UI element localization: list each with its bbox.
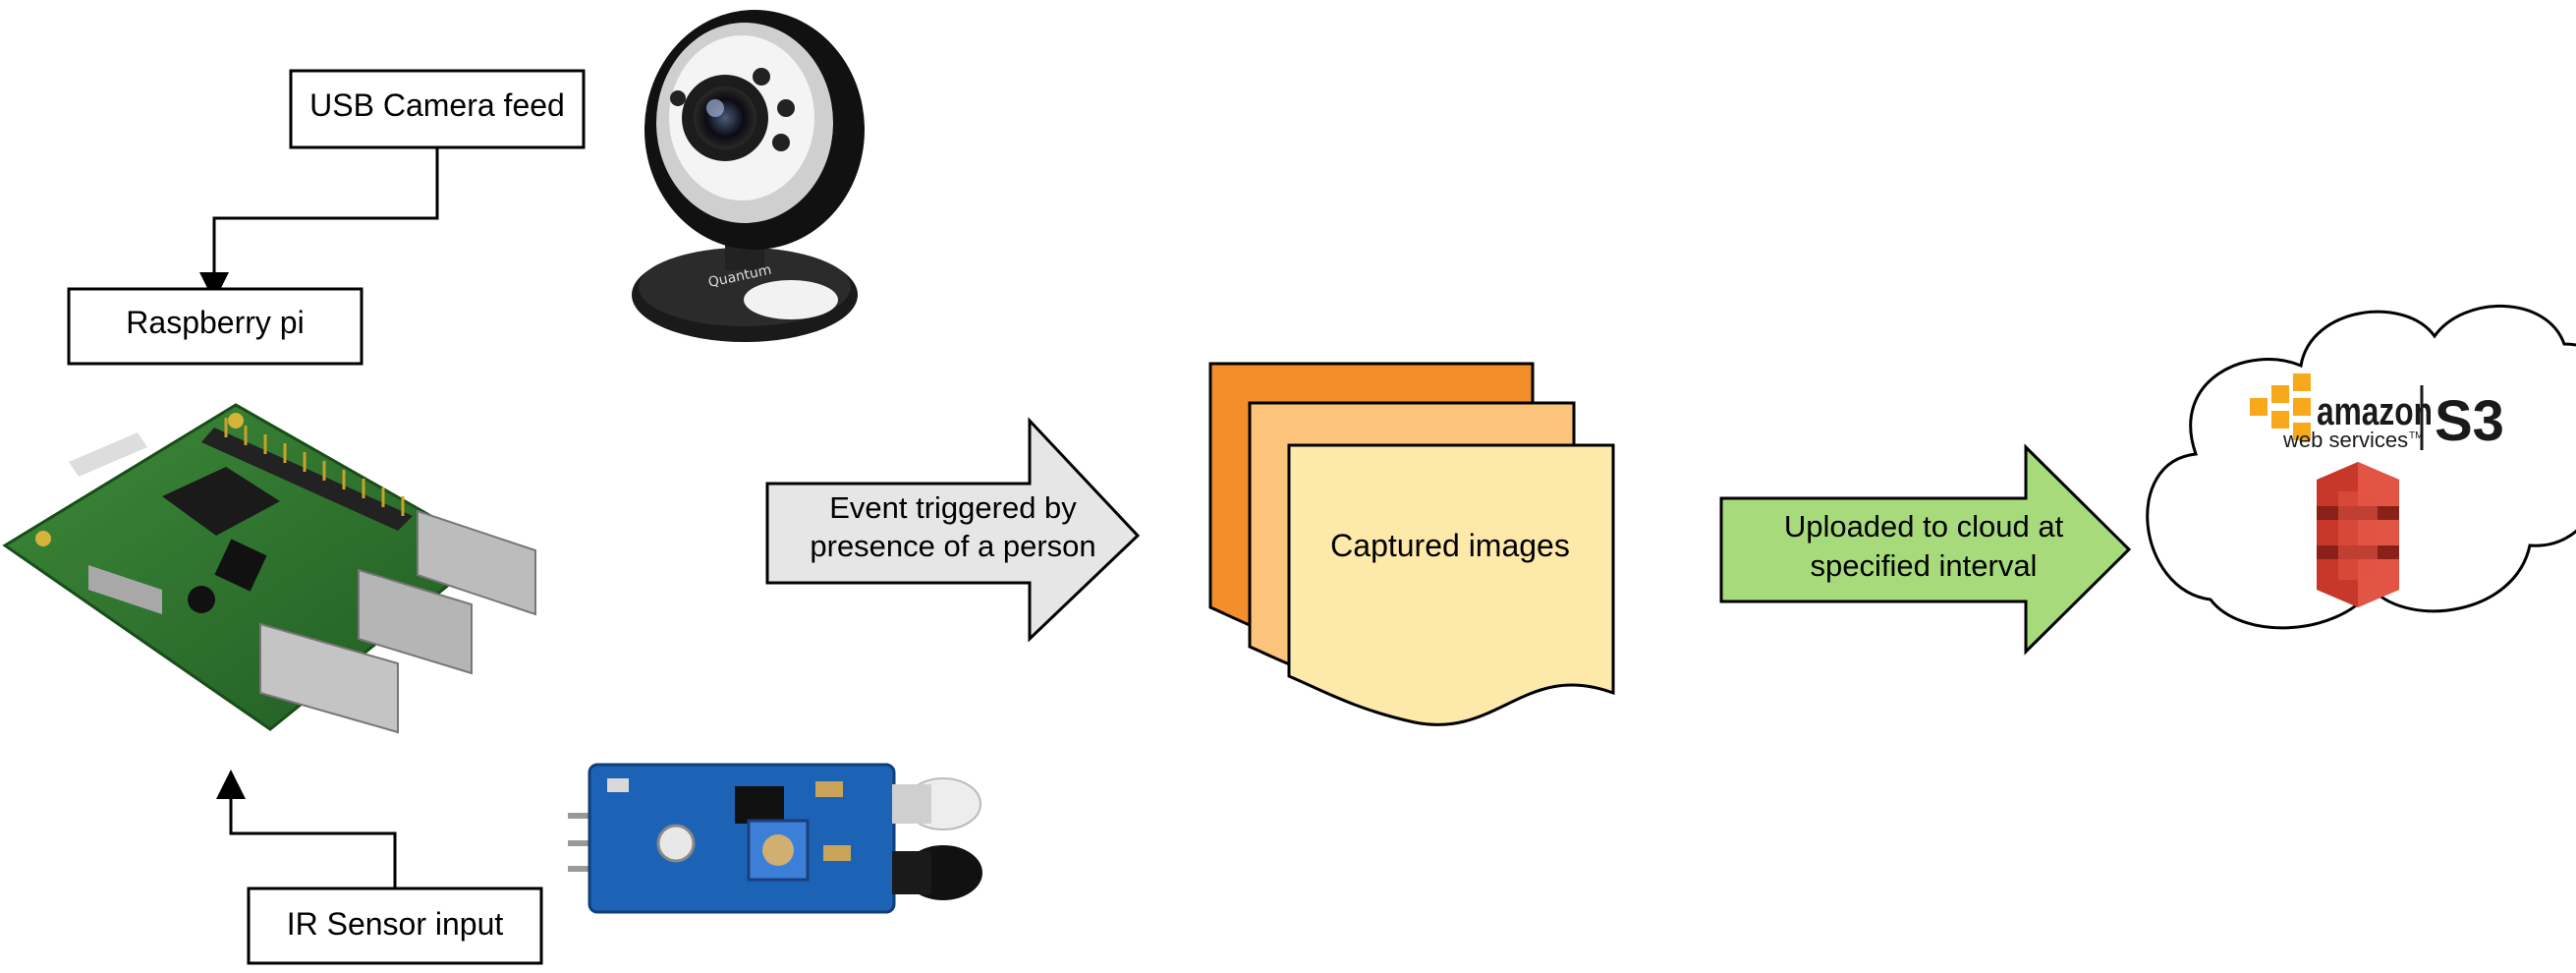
webcam-icon: Quantum: [632, 10, 865, 342]
usb-camera-label-box: USB Camera feed: [289, 69, 586, 149]
aws-webservices-text: web services: [2282, 428, 2408, 452]
event-trigger-arrow: Event triggered by presence of a person: [765, 417, 1141, 643]
upload-arrow: Uploaded to cloud at specified interval: [1719, 443, 2132, 656]
ir-sensor-label-box: IR Sensor input: [247, 887, 543, 965]
upload-arrow-text-line1: Uploaded to cloud at: [1784, 509, 2064, 544]
ir-to-pi-connector: [216, 770, 397, 890]
aws-amazon-text: amazon: [2317, 390, 2433, 433]
raspberry-pi-board-icon: [2, 403, 536, 734]
aws-tm-text: TM: [2409, 430, 2423, 441]
s3-bucket-icon: [2317, 462, 2399, 607]
ir-sensor-module-icon: [568, 763, 982, 914]
captured-images-label: Captured images: [1330, 528, 1570, 563]
aws-s3-text: S3: [2435, 389, 2504, 453]
ir-sensor-label: IR Sensor input: [287, 906, 504, 942]
event-arrow-text-line2: presence of a person: [810, 529, 1095, 563]
upload-arrow-text-line2: specified interval: [1811, 548, 2038, 583]
aws-logo: amazon web services TM S3: [2250, 373, 2504, 453]
document-front: [1287, 443, 1615, 726]
raspberry-pi-label-box: Raspberry pi: [67, 287, 364, 366]
camera-to-pi-connector: [199, 147, 439, 302]
raspberry-pi-label: Raspberry pi: [126, 305, 304, 340]
usb-camera-label: USB Camera feed: [309, 87, 565, 123]
event-arrow-text-line1: Event triggered by: [829, 490, 1077, 525]
captured-images-stack: Captured images: [1208, 362, 1615, 726]
